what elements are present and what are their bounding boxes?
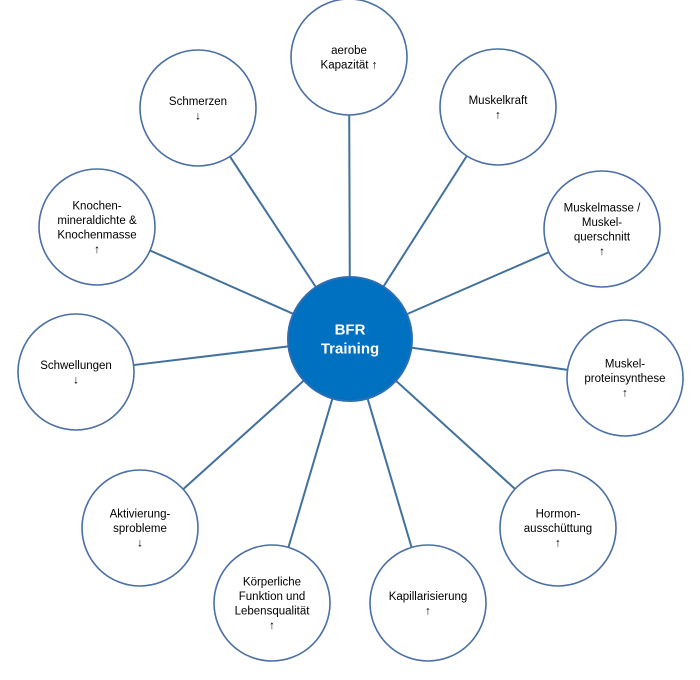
node-label-line: mineraldichte & xyxy=(57,215,137,227)
node-label-line: sprobleme xyxy=(113,523,167,535)
center-label: BFR Training xyxy=(321,322,379,358)
node-label-line: Aktivierung- xyxy=(110,509,171,521)
node-label-line: ausschüttung xyxy=(524,523,592,535)
connector-aktivierungsprobleme xyxy=(182,378,307,490)
node-label-line: Hormon- xyxy=(536,509,581,521)
connectors xyxy=(133,114,568,548)
node-label-line: Lebensqualität xyxy=(235,605,311,617)
node-label: Muskel-proteinsynthese ↑ xyxy=(584,359,665,400)
node-label-line: ↑ xyxy=(425,605,431,617)
node-label: Kapillarisierung ↑ xyxy=(389,591,468,618)
connector-knochenmineraldichte xyxy=(149,249,296,316)
node-circle xyxy=(369,544,487,662)
node-muskelmasse: Muskelmasse / Muskel-querschnitt ↑ xyxy=(543,170,661,288)
node-label: Schwellungen ↓ xyxy=(40,360,112,387)
center-node: BFR Training xyxy=(287,276,413,402)
node-circle xyxy=(499,469,617,587)
node-circle xyxy=(213,544,331,662)
node-label-line: aerobe xyxy=(331,45,367,57)
node-label: Muskelkraft ↑ xyxy=(469,95,529,122)
connector-hormonausschuettung xyxy=(393,378,516,490)
node-circle xyxy=(290,0,408,116)
connector-koerperliche-funktion xyxy=(287,396,334,548)
node-label-line: Funktion und xyxy=(239,591,306,603)
connector-aerobe-kapazitaet xyxy=(348,114,351,280)
center-label-line: BFR xyxy=(335,322,366,339)
node-schwellungen: Schwellungen ↓ xyxy=(17,313,135,431)
node-label: Schmerzen ↓ xyxy=(169,96,227,123)
node-label-line: ↓ xyxy=(195,110,201,122)
node-label-line: ↓ xyxy=(137,538,143,550)
node-circle xyxy=(566,319,684,437)
node-muskelproteinsynthese: Muskel-proteinsynthese ↑ xyxy=(566,319,684,437)
node-label-line: ↑ xyxy=(622,388,628,400)
node-muskelkraft: Muskelkraft ↑ xyxy=(439,48,557,166)
node-label: Knochen-mineraldichte & Knochenmasse ↑ xyxy=(57,200,137,256)
node-circle xyxy=(81,469,199,587)
node-aktivierungsprobleme: Aktivierung-sprobleme ↓ xyxy=(81,469,199,587)
connector-kapillarisierung xyxy=(366,396,413,548)
node-circle xyxy=(38,168,156,286)
connector-muskelproteinsynthese xyxy=(409,346,568,371)
node-knochenmineraldichte: Knochen-mineraldichte & Knochenmasse ↑ xyxy=(38,168,156,286)
node-label: Muskelmasse / Muskel-querschnitt ↑ xyxy=(564,202,641,258)
node-label-line: Kapazität ↑ xyxy=(321,59,378,71)
node-label-line: Muskelmasse / xyxy=(564,202,641,214)
node-kapillarisierung: Kapillarisierung ↑ xyxy=(369,544,487,662)
node-label-line: ↓ xyxy=(73,374,79,386)
node-label-line: Körperliche xyxy=(243,576,301,588)
node-label-line: ↑ xyxy=(94,244,100,256)
node-label-line: proteinsynthese xyxy=(584,373,665,385)
node-label-line: ↑ xyxy=(269,620,275,632)
node-label-line: Kapillarisierung xyxy=(389,591,468,603)
node-circle xyxy=(139,49,257,167)
node-label: Aktivierung-sprobleme ↓ xyxy=(110,509,171,550)
center-circle xyxy=(287,276,413,402)
node-label-line: Knochen- xyxy=(72,200,121,212)
node-label-line: querschnitt xyxy=(574,231,631,243)
node-circle xyxy=(17,313,135,431)
connector-muskelkraft xyxy=(381,155,468,289)
node-schmerzen: Schmerzen ↓ xyxy=(139,49,257,167)
node-circle xyxy=(543,170,661,288)
center-label-line: Training xyxy=(321,341,379,358)
connector-schmerzen xyxy=(229,155,318,290)
node-hormonausschuettung: Hormon-ausschüttung ↑ xyxy=(499,469,617,587)
node-label-line: Schmerzen xyxy=(169,96,227,108)
node-label-line: Muskelkraft xyxy=(469,95,529,107)
node-label-line: Schwellungen xyxy=(40,360,112,372)
node-circle xyxy=(439,48,557,166)
node-label-line: ↑ xyxy=(495,109,501,121)
connector-schwellungen xyxy=(133,345,291,367)
node-label-line: ↑ xyxy=(599,246,605,258)
node-label-line: Muskel- xyxy=(605,359,645,371)
node-label-line: Knochenmasse xyxy=(57,229,136,241)
node-label-line: ↑ xyxy=(555,538,561,550)
node-label-line: Muskel- xyxy=(582,217,622,229)
connector-muskelmasse xyxy=(404,251,550,316)
node-label: Hormon-ausschüttung ↑ xyxy=(524,509,592,550)
